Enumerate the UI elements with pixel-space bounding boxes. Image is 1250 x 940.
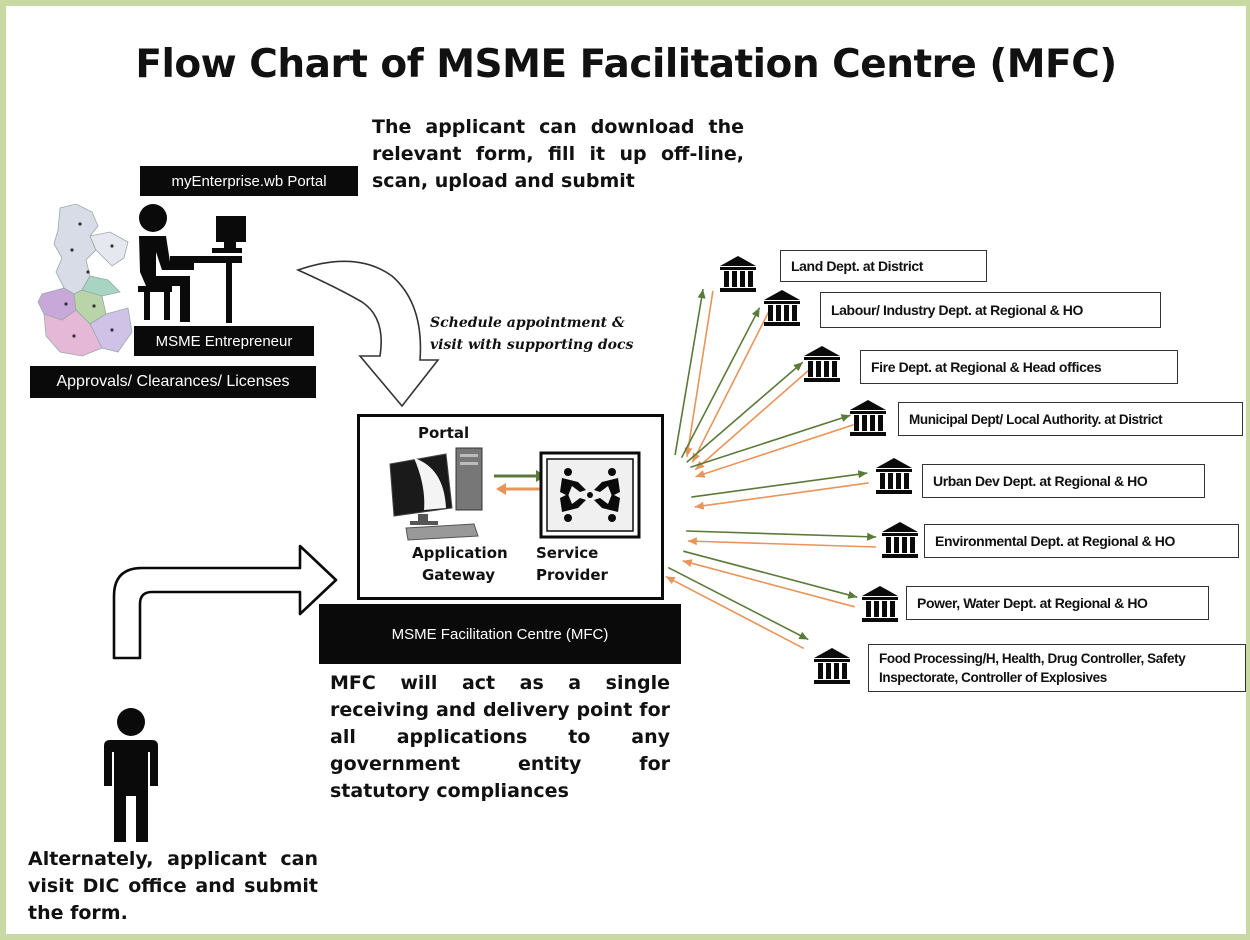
mfc-label: MSME Facilitation Centre (MFC) [319, 604, 681, 664]
portal-label: myEnterprise.wb Portal [140, 166, 358, 196]
government-building-icon [850, 400, 886, 436]
mfc-portal-label: Portal [418, 424, 470, 442]
arrowhead [751, 307, 760, 318]
connector-line [690, 414, 851, 469]
connector-line [695, 423, 854, 478]
schedule-text-line-2: visit with supporting docs [430, 337, 634, 353]
arrowhead [697, 289, 706, 299]
provider-line-2: Provider [536, 566, 608, 584]
arrowhead [695, 460, 705, 470]
desktop-computer-icon [389, 447, 483, 541]
government-building-icon [814, 648, 850, 684]
government-building-icon [764, 290, 800, 326]
connector-line [682, 560, 855, 608]
arrowhead [857, 470, 868, 479]
flow-chart-canvas: Flow Chart of MSME Facilitation Centre (… [6, 6, 1246, 934]
west-bengal-map [32, 202, 134, 358]
department-label: Urban Dev Dept. at Regional & HO [922, 464, 1205, 498]
department-label: Environmental Dept. at Regional & HO [924, 524, 1239, 558]
arrowhead [840, 414, 851, 422]
arrowhead [665, 576, 676, 585]
arrowhead [867, 532, 877, 541]
intro-text: The applicant can download the relevant … [372, 116, 744, 192]
department-label: Fire Dept. at Regional & Head offices [860, 350, 1178, 384]
service-provider-icon [539, 451, 641, 539]
connector-line [694, 369, 810, 471]
approvals-label: Approvals/ Clearances/ Licenses [30, 366, 316, 398]
connector-line [694, 482, 869, 508]
person-at-computer-icon [138, 204, 246, 323]
arrowhead [847, 590, 858, 599]
page-title: Flow Chart of MSME Facilitation Centre (… [135, 42, 1117, 87]
gateway-line-2: Gateway [422, 566, 496, 584]
government-building-icon [720, 256, 756, 292]
schedule-text-line-1: Schedule appointment & [430, 315, 625, 331]
government-building-icon [862, 586, 898, 622]
curved-down-arrow [295, 260, 440, 408]
department-label: Food Processing/H, Health, Drug Controll… [868, 644, 1246, 692]
government-building-icon [804, 346, 840, 382]
connector-line [665, 575, 805, 650]
standing-person-icon [104, 708, 158, 842]
connector-line [691, 472, 868, 498]
gateway-exchange-arrows [494, 470, 546, 495]
connector-line [680, 307, 761, 459]
connector-line [683, 550, 858, 598]
government-building-icon [882, 522, 918, 558]
entrepreneur-label: MSME Entrepreneur [134, 326, 314, 356]
connector-line [667, 566, 809, 641]
bent-right-arrow [112, 544, 338, 660]
arrowhead [687, 537, 697, 546]
gateway-line-1: Application [412, 544, 508, 562]
schedule-text: Schedule appointment & visit with suppor… [430, 312, 660, 356]
connector-line [686, 361, 804, 463]
department-label: Land Dept. at District [780, 250, 987, 282]
application-gateway-label: Application Gateway [412, 542, 508, 586]
connector-line [691, 311, 770, 463]
department-label: Municipal Dept/ Local Authority. at Dist… [898, 402, 1243, 436]
mfc-description: MFC will act as a single receiving and d… [330, 672, 670, 802]
department-arrows [665, 289, 877, 650]
department-label: Labour/ Industry Dept. at Regional & HO [820, 292, 1161, 328]
connector-line [686, 530, 877, 538]
department-label: Power, Water Dept. at Regional & HO [906, 586, 1209, 620]
arrowhead [694, 501, 705, 510]
connector-line [686, 290, 714, 457]
service-provider-label: Service Provider [536, 542, 608, 586]
connector-line [687, 540, 876, 548]
arrowhead [793, 362, 803, 372]
arrowhead [682, 559, 693, 568]
alternate-text: Alternately, applicant can visit DIC off… [28, 848, 318, 924]
arrowhead [695, 470, 706, 478]
arrowhead [798, 631, 809, 640]
provider-line-1: Service [536, 544, 599, 562]
government-building-icon [876, 458, 912, 494]
connector-line [674, 289, 704, 456]
